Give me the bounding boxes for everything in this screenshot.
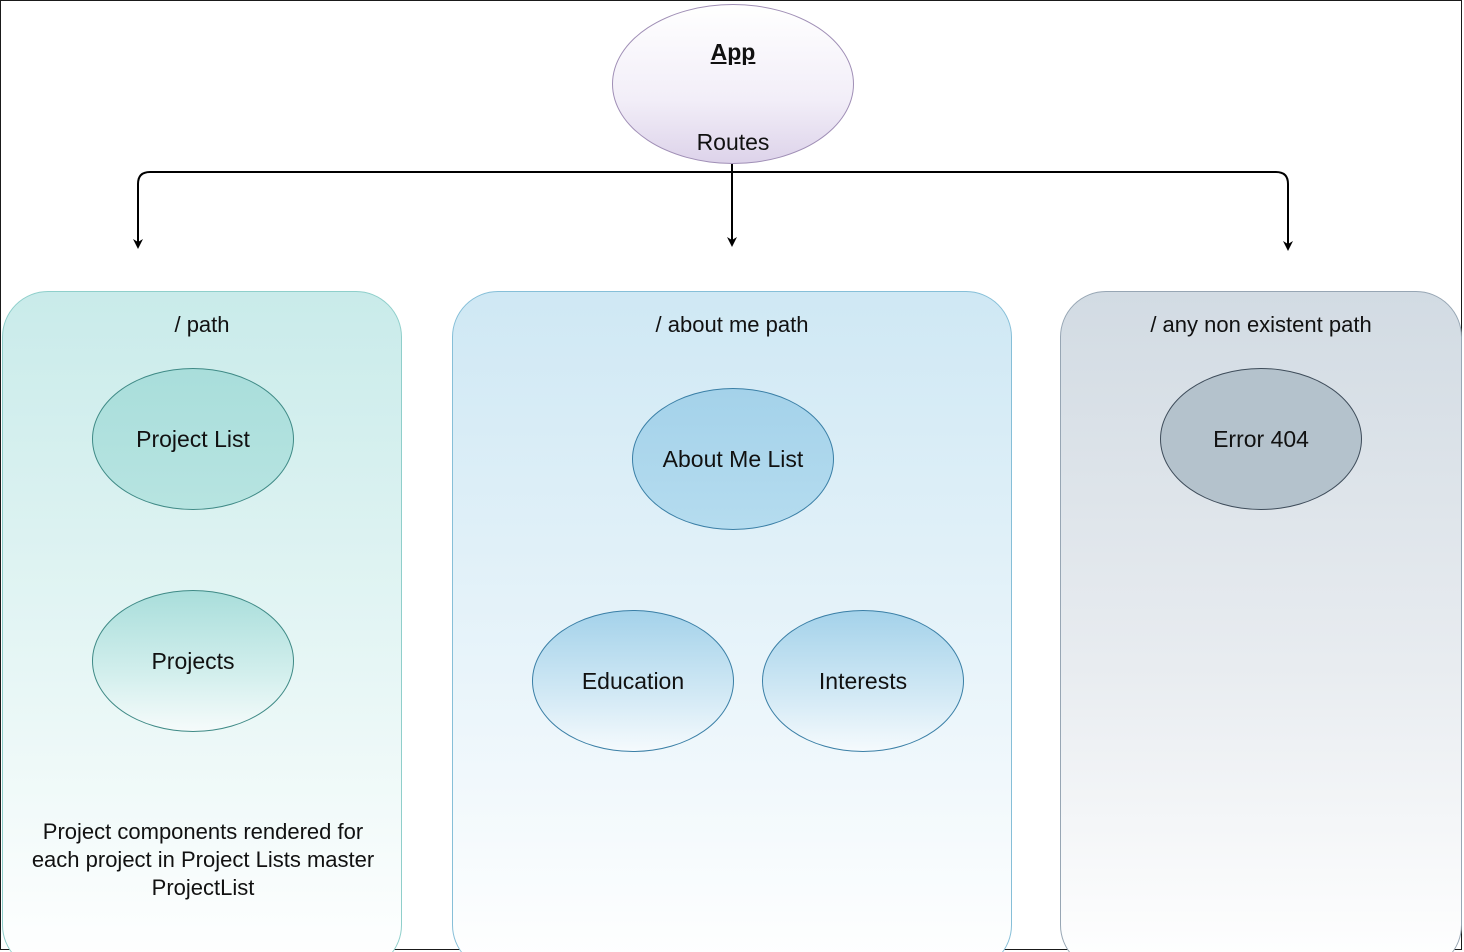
error-404-node: Error 404 xyxy=(1160,368,1362,510)
interests-node: Interests xyxy=(762,610,964,752)
edge-app-to-root xyxy=(133,171,732,249)
app-routes-label: Routes xyxy=(696,129,770,155)
about-me-list-node: About Me List xyxy=(632,388,834,530)
root-path-title: / path xyxy=(174,312,230,337)
about-path-title: / about me path xyxy=(655,312,809,337)
app-title: App xyxy=(710,39,756,65)
error-path-title: / any non existent path xyxy=(1150,312,1372,337)
app-node: App Routes xyxy=(612,4,854,164)
projects-node: Projects xyxy=(92,590,294,732)
projects-note: Project components rendered for each pro… xyxy=(31,819,375,900)
project-list-node: Project List xyxy=(92,368,294,510)
education-node: Education xyxy=(532,610,734,752)
edge-app-to-error xyxy=(732,171,1293,251)
